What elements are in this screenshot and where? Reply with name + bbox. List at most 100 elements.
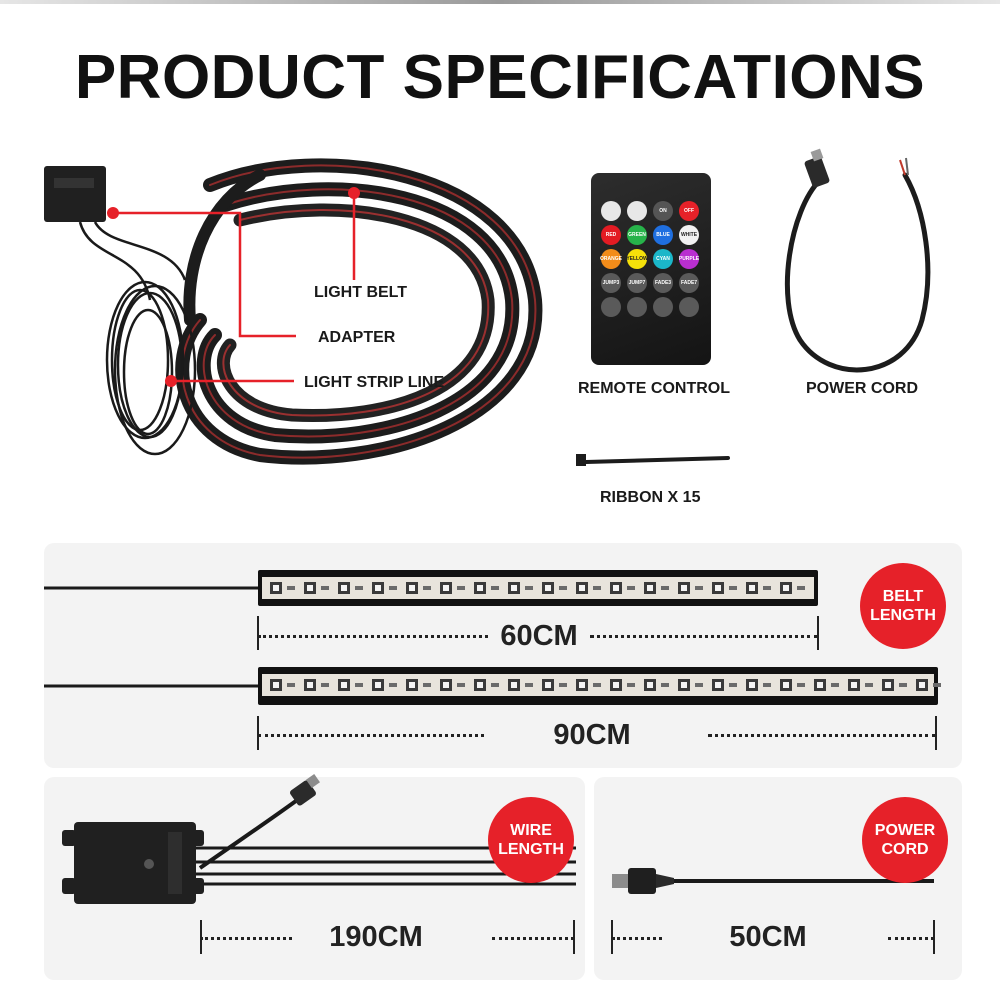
led-lens [749, 585, 755, 591]
belt-long-dimension-right [708, 734, 936, 737]
resistor [695, 586, 703, 590]
resistor [287, 683, 295, 687]
led-lens [307, 585, 313, 591]
remote-button: WHITE [679, 225, 699, 245]
remote-button: ON [653, 201, 673, 221]
resistor [355, 683, 363, 687]
resistor [865, 683, 873, 687]
resistor [627, 586, 635, 590]
wire-tick-right [573, 920, 575, 954]
power-cord-illustration [612, 868, 934, 894]
resistor [389, 683, 397, 687]
led-lens [341, 682, 347, 688]
resistor [457, 683, 465, 687]
led-lens [817, 682, 823, 688]
remote-button [627, 201, 647, 221]
top-border [0, 0, 1000, 4]
resistor [491, 683, 499, 687]
power-cord-label: POWER CORD [806, 380, 918, 397]
resistor [559, 586, 567, 590]
led-lens [375, 682, 381, 688]
resistor [695, 683, 703, 687]
belt-short-tick-left [257, 616, 259, 650]
wire-length-value: 190CM [329, 921, 423, 953]
resistor [321, 683, 329, 687]
led-lens [647, 585, 653, 591]
remote-button [653, 297, 673, 317]
resistor [491, 586, 499, 590]
wire-badge-line1: WIRE [510, 822, 552, 839]
power-dimension-left [612, 937, 662, 940]
ribbon-label: RIBBON X 15 [600, 489, 701, 506]
led-lens [613, 682, 619, 688]
power-dimension-right [888, 937, 934, 940]
power-cord-badge: POWER CORD [862, 797, 948, 883]
resistor [525, 586, 533, 590]
resistor [593, 586, 601, 590]
led-lens [375, 585, 381, 591]
led-lens [511, 682, 517, 688]
remote-button: OFF [679, 201, 699, 221]
resistor [661, 683, 669, 687]
led-lens [443, 682, 449, 688]
led-lens [681, 585, 687, 591]
remote-button [601, 297, 621, 317]
remote-button: PURPLE [679, 249, 699, 269]
light-strip-line-label: LIGHT STRIP LINE [304, 374, 445, 391]
led-lens [341, 585, 347, 591]
resistor [933, 683, 941, 687]
power-badge-line1: POWER [874, 822, 936, 839]
remote-button [601, 201, 621, 221]
resistor [423, 683, 431, 687]
resistor [287, 586, 295, 590]
wire-dimension-left [200, 937, 292, 940]
resistor [763, 683, 771, 687]
led-lens [783, 682, 789, 688]
resistor [763, 586, 771, 590]
remote-button: FADE3 [653, 273, 673, 293]
led-lens [613, 585, 619, 591]
wire-badge-line2: LENGTH [498, 841, 564, 858]
belt-long-tick-right [935, 716, 937, 750]
belt-length-badge: BELT LENGTH [860, 563, 946, 649]
resistor [355, 586, 363, 590]
remote-button: BLUE [653, 225, 673, 245]
belt-long-length: 90CM [553, 719, 631, 751]
power-tick-left [611, 920, 613, 954]
resistor [831, 683, 839, 687]
resistor [389, 586, 397, 590]
resistor [661, 586, 669, 590]
led-lens [273, 585, 279, 591]
led-lens [919, 682, 925, 688]
resistor [797, 586, 805, 590]
belt-short-tick-right [817, 616, 819, 650]
remote-button: ORANGE [600, 249, 622, 269]
belt-long-dimension-left [258, 734, 484, 737]
remote-button: JUMP3 [601, 273, 621, 293]
led-lens [885, 682, 891, 688]
led-lens [681, 682, 687, 688]
led-lens [545, 682, 551, 688]
led-lens [307, 682, 313, 688]
led-lens [511, 585, 517, 591]
remote-control-label: REMOTE CONTROL [578, 380, 730, 397]
light-kit-illustration [44, 148, 931, 466]
led-lens [851, 682, 857, 688]
belt-long-tick-left [257, 716, 259, 750]
led-lens [579, 682, 585, 688]
led-lens [545, 585, 551, 591]
led-lens [715, 682, 721, 688]
led-lens [477, 682, 483, 688]
belt-badge-line1: BELT [882, 588, 924, 605]
led-lens [273, 682, 279, 688]
led-lens [477, 585, 483, 591]
belt-badge-line2: LENGTH [870, 607, 936, 624]
wire-tick-left [200, 920, 202, 954]
led-lens [409, 585, 415, 591]
led-lens [715, 585, 721, 591]
light-belt-label: LIGHT BELT [314, 284, 408, 301]
remote-button: GREEN [627, 225, 647, 245]
remote-button: YELLOW [626, 249, 648, 269]
power-badge-line2: CORD [881, 841, 929, 858]
resistor [457, 586, 465, 590]
